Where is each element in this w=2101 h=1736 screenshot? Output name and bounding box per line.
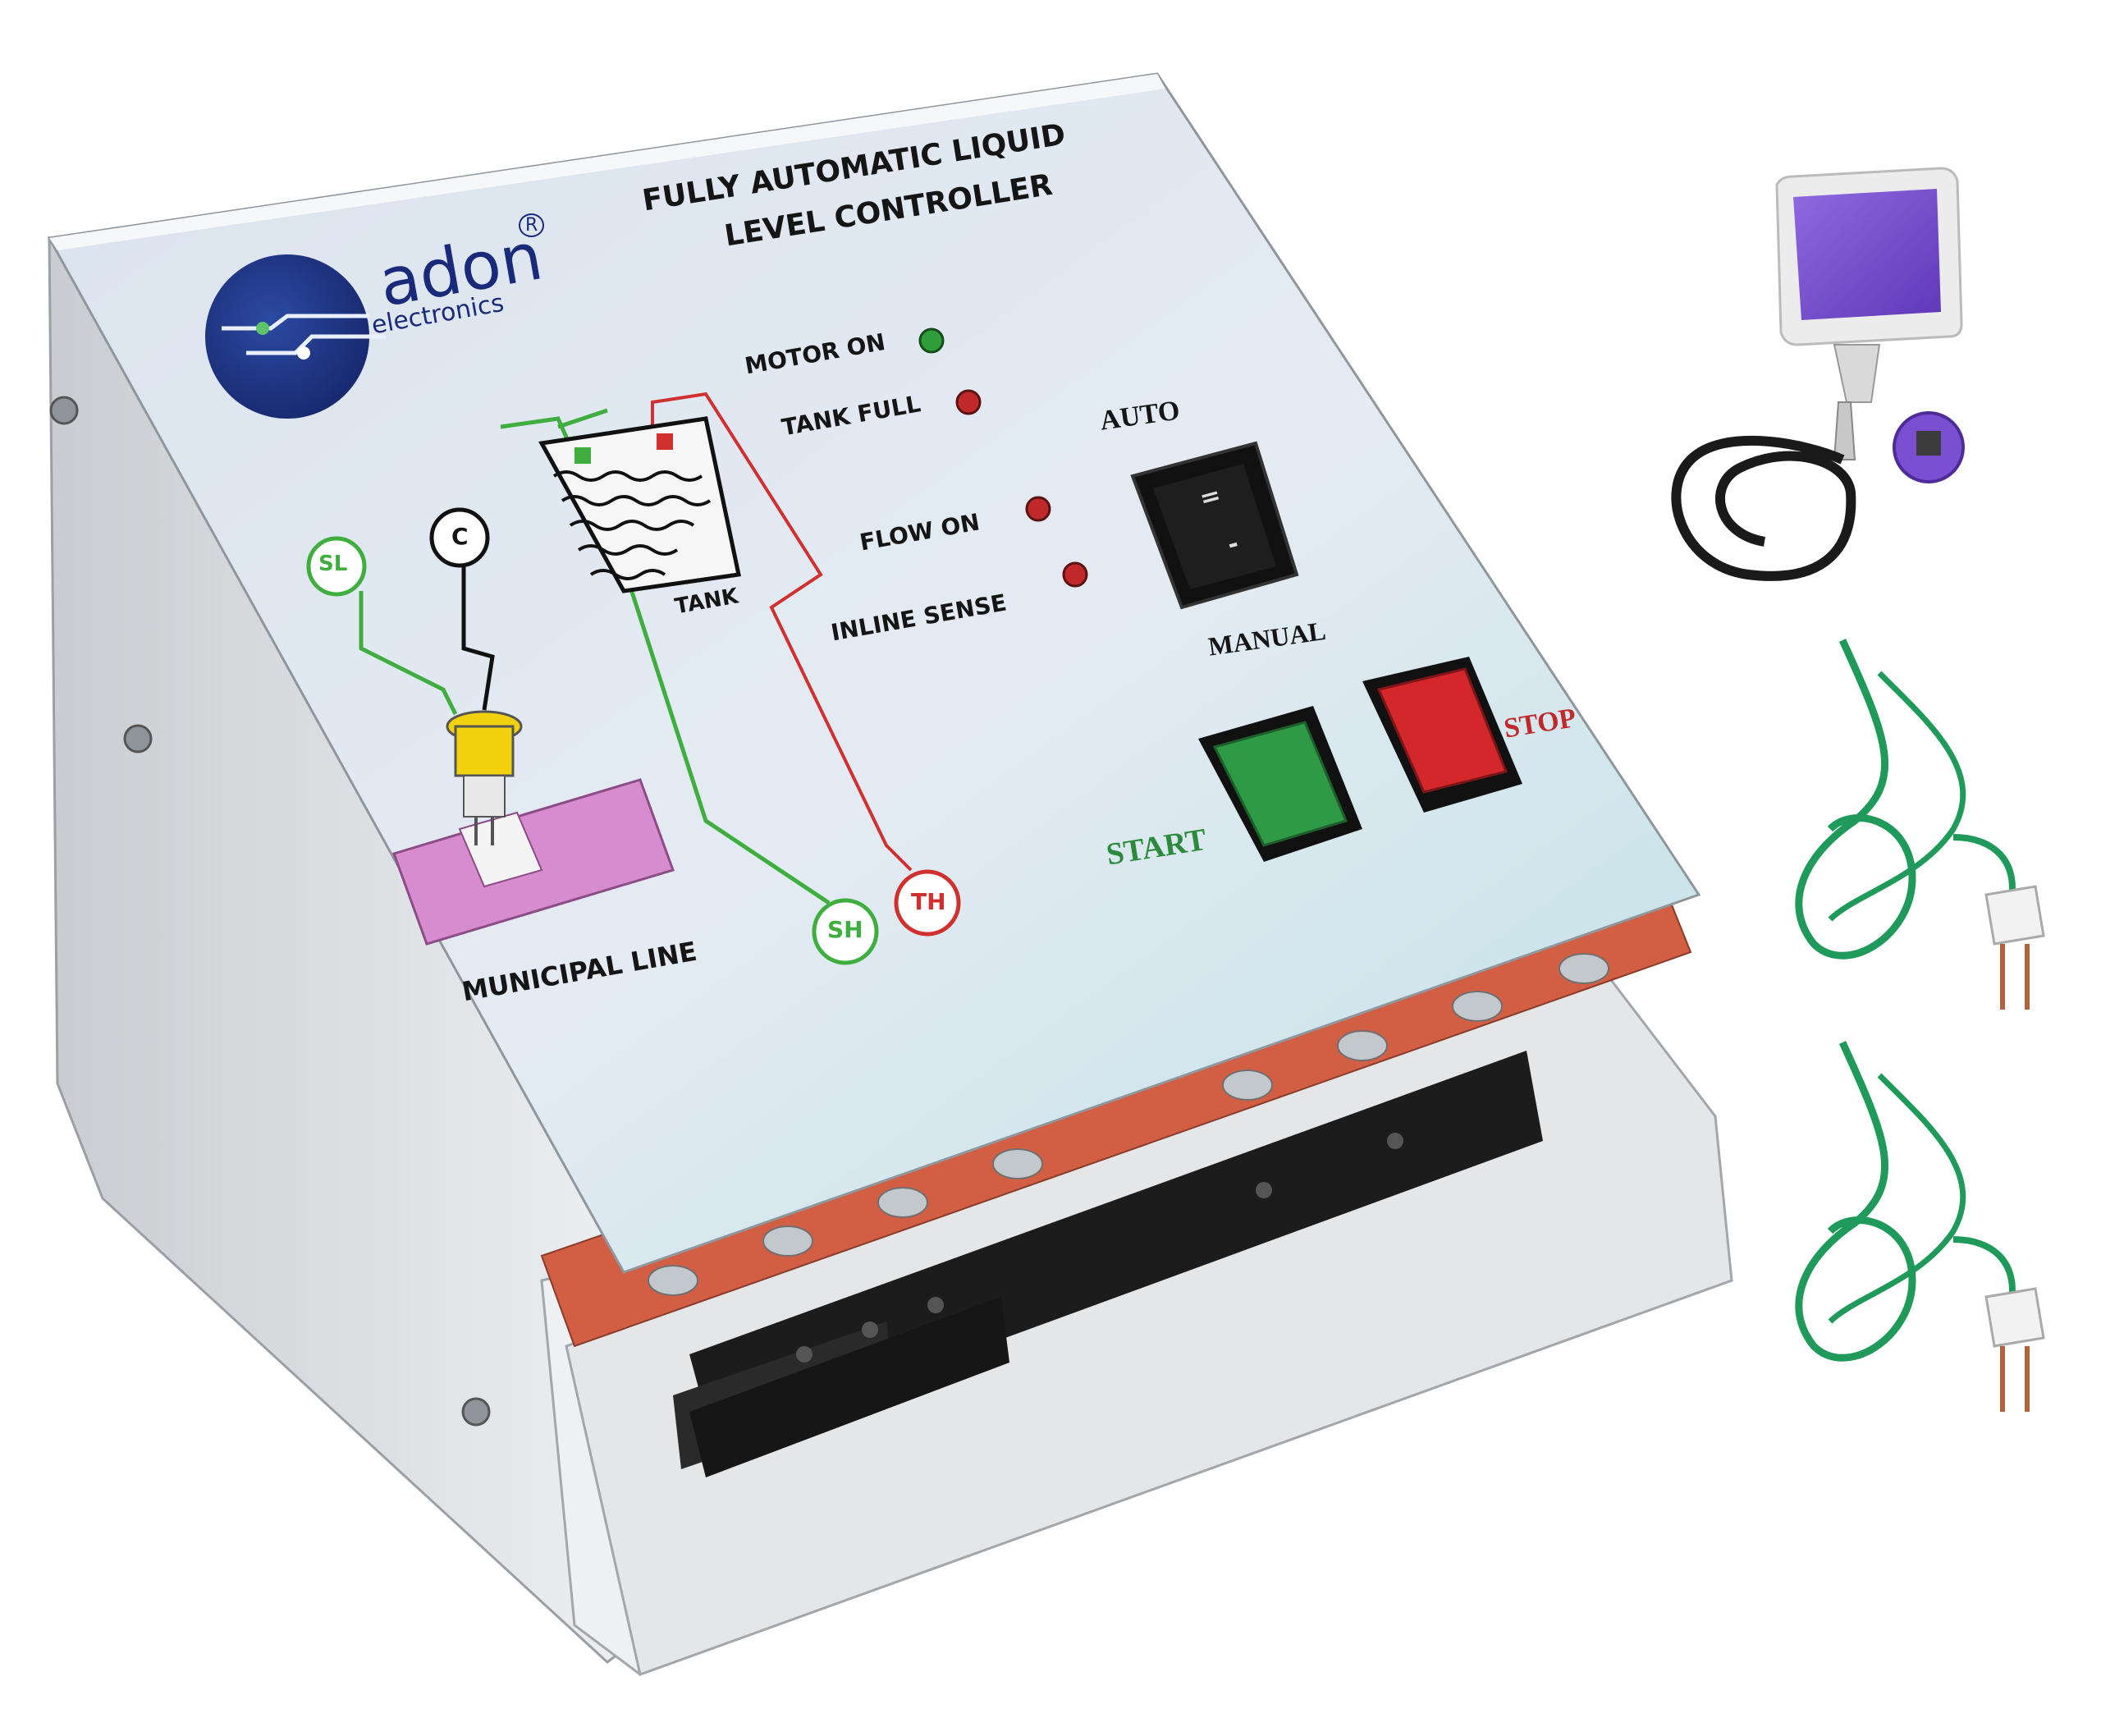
flow-on-led xyxy=(1025,496,1051,522)
screw-icon xyxy=(49,396,79,425)
auto-manual-switch xyxy=(1130,441,1299,610)
probe-sensor-2 xyxy=(1795,1041,2045,1412)
terminal-screws xyxy=(648,953,1609,1296)
sh-label: SH xyxy=(827,916,863,943)
tank-full-led xyxy=(955,389,982,415)
motor-on-led xyxy=(918,328,945,354)
start-button xyxy=(1198,706,1362,862)
inline-sense-led xyxy=(1062,561,1088,588)
probe-sensor-1 xyxy=(1795,639,2045,1010)
screw-icon xyxy=(123,724,153,753)
th-terminal-icon xyxy=(894,869,961,937)
sl-terminal-icon xyxy=(306,536,367,597)
c-label: C xyxy=(451,523,469,550)
inline-sensor-icon xyxy=(446,710,523,845)
red-wire-diagram xyxy=(651,392,913,872)
registered-mark: R xyxy=(519,213,545,237)
black-wire-diagram xyxy=(461,558,495,711)
sl-label: SL xyxy=(318,552,348,576)
circuit-trace-icon xyxy=(222,314,386,355)
c-terminal-icon xyxy=(429,507,490,568)
tank-icon xyxy=(538,416,741,593)
th-label: TH xyxy=(911,888,946,915)
sh-terminal-icon xyxy=(812,898,879,965)
logo-icon xyxy=(205,254,369,419)
float-switch xyxy=(1671,167,1965,581)
pipe-icon xyxy=(392,778,675,946)
screw-icon xyxy=(461,1397,491,1427)
stop-button xyxy=(1362,657,1522,813)
